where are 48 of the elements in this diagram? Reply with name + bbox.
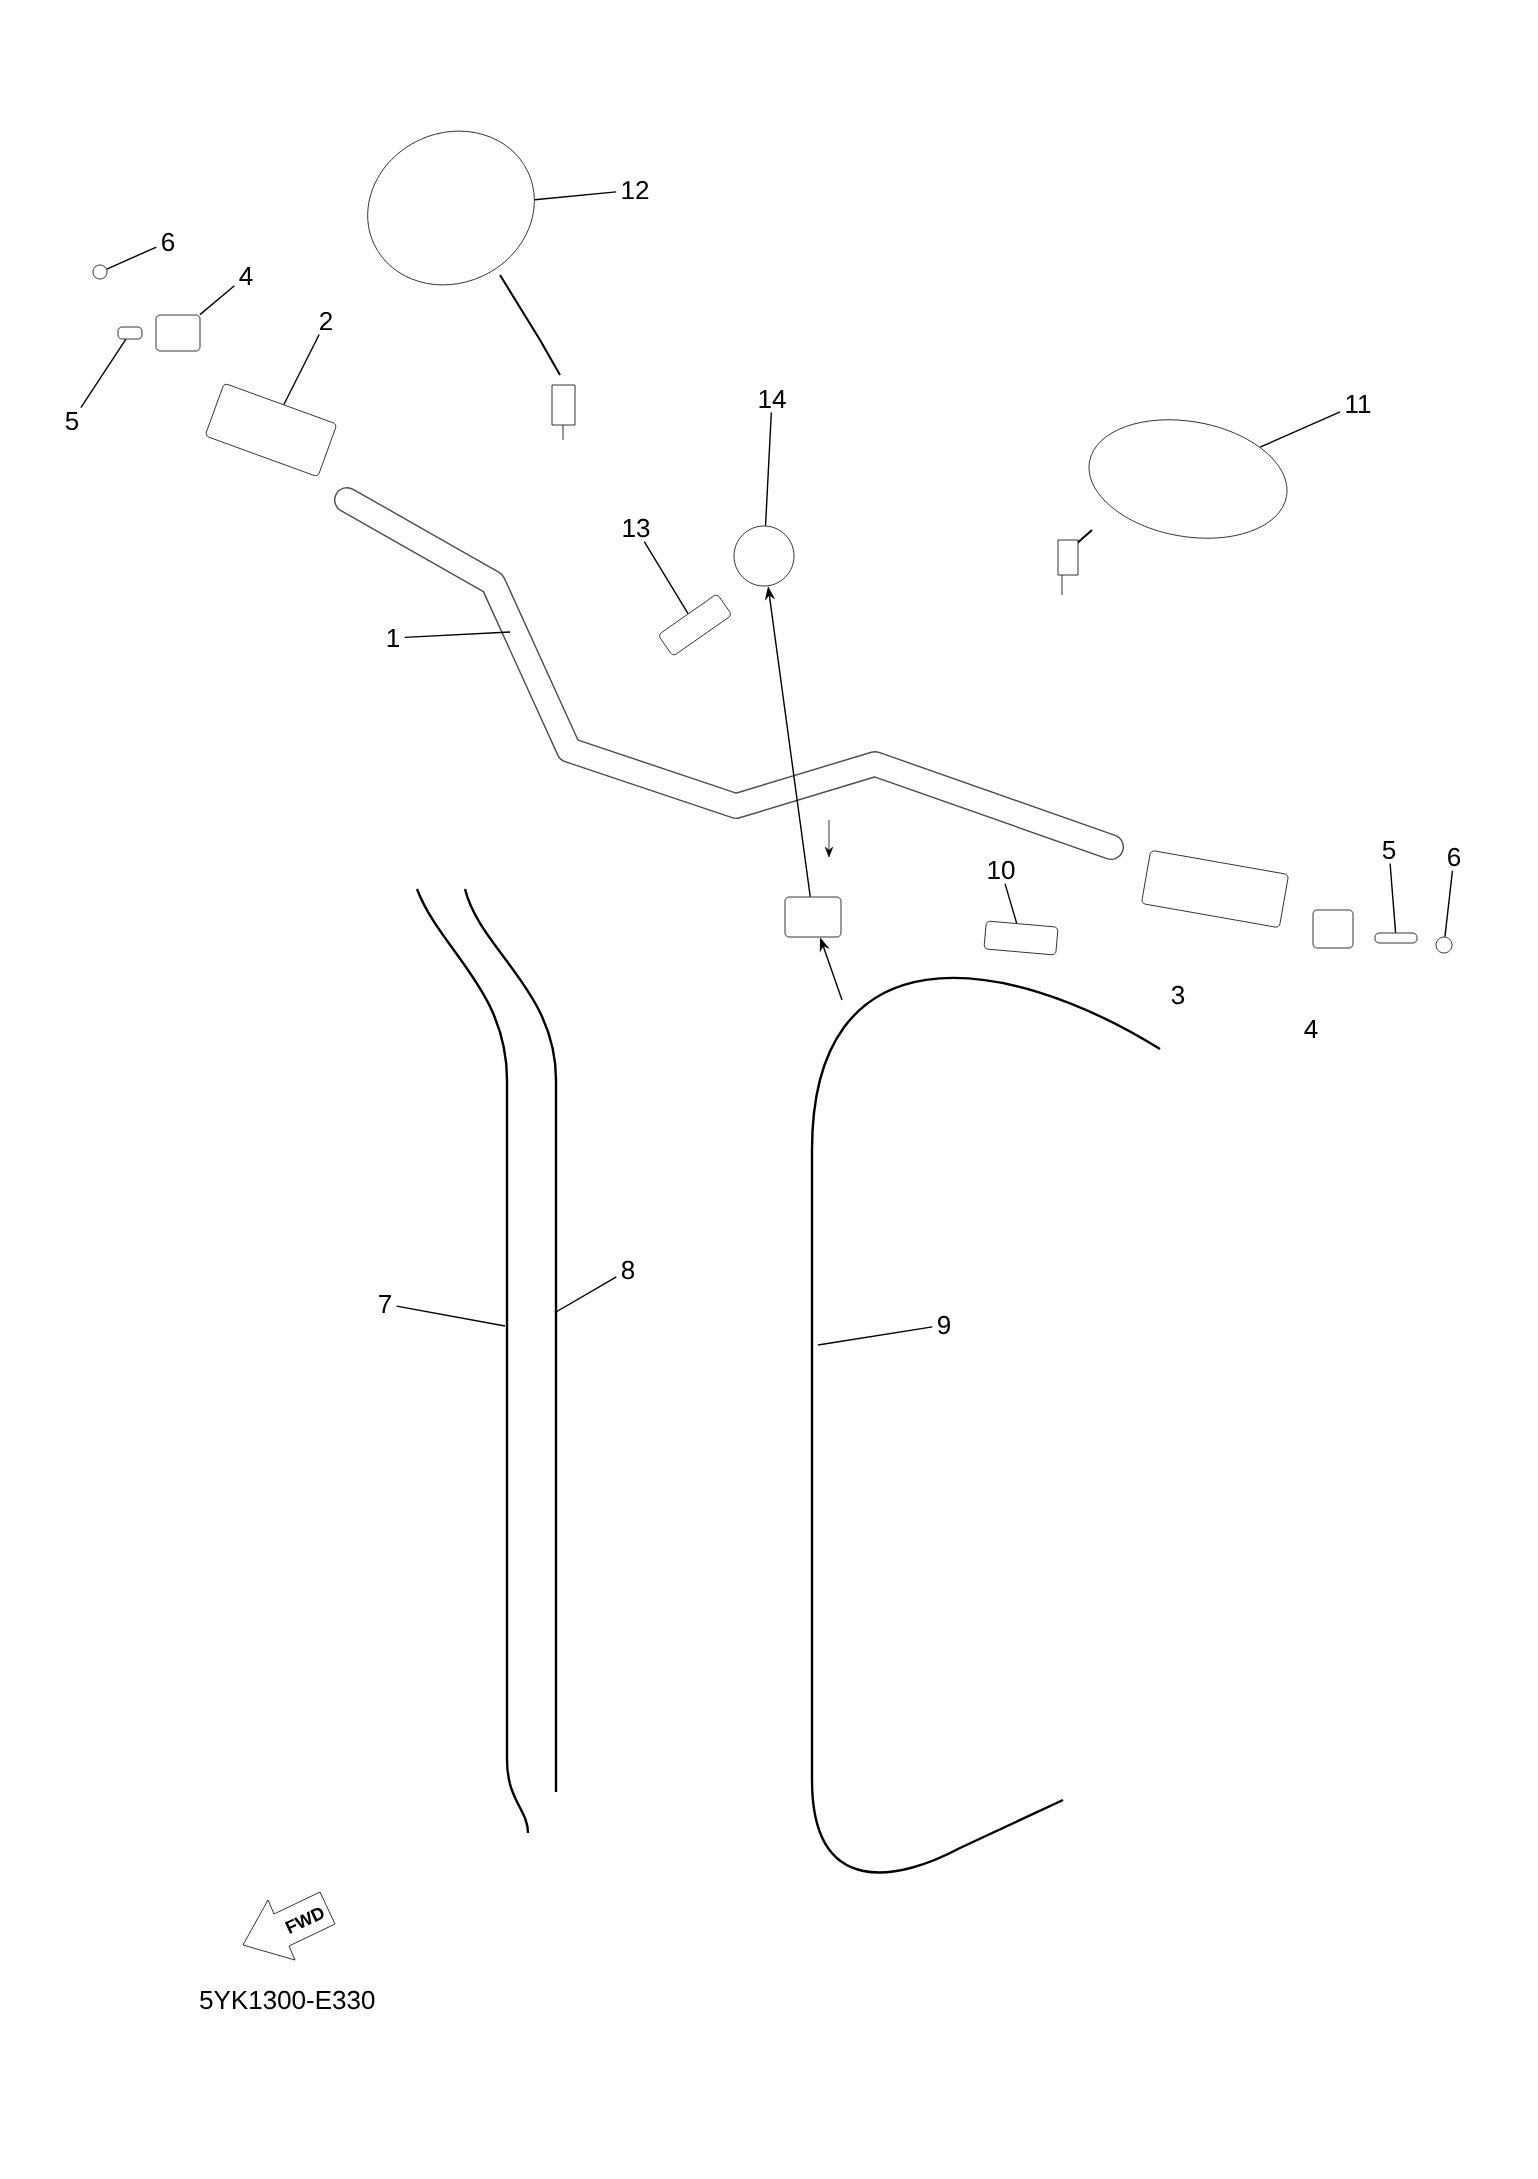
callout-number: 1 (387, 629, 399, 647)
diagram-code: 5YK1300-E330 (200, 1990, 375, 2010)
leader-line (534, 191, 617, 201)
callout-number: 4 (239, 267, 253, 285)
callout-number: 5 (65, 411, 79, 431)
leader-line (555, 1276, 618, 1313)
leader-line (1444, 869, 1454, 938)
callout-number: 12 (622, 180, 649, 200)
leader-line (1259, 411, 1341, 448)
end-cap (1312, 909, 1354, 949)
bolt (117, 326, 143, 340)
grip (205, 383, 337, 477)
bolt (1374, 932, 1418, 944)
leader-line (283, 333, 320, 406)
pipe (659, 594, 731, 656)
grip (1141, 850, 1289, 928)
mirror (367, 130, 576, 441)
leader-line (1389, 862, 1397, 934)
callout-number: 6 (1448, 847, 1461, 867)
washer (1435, 936, 1453, 954)
callout-number: 13 (623, 518, 650, 538)
leader-line (643, 540, 689, 615)
callout-number: 11 (1346, 395, 1371, 413)
callout-number: 8 (621, 1260, 635, 1280)
callout-number: 5 (1382, 840, 1396, 860)
callout-number: 14 (759, 390, 786, 408)
leader-line (80, 338, 127, 409)
callout-number: 4 (1304, 1020, 1318, 1038)
leader-line (106, 246, 158, 270)
clip (733, 525, 795, 587)
leader-line (395, 1305, 506, 1327)
leader-line (403, 631, 511, 639)
callout-number: 10 (988, 860, 1015, 880)
cable-adjuster (983, 920, 1059, 956)
callout-number: 3 (1171, 985, 1185, 1005)
arrow-label: FWD (284, 1907, 324, 1934)
leader-line (1004, 882, 1018, 924)
leader-line (764, 411, 773, 527)
washer (92, 264, 108, 280)
callout-number: 6 (162, 232, 175, 252)
leader-line (817, 1326, 934, 1346)
callout-number: 9 (938, 1315, 950, 1335)
callout-number: 7 (379, 1295, 391, 1313)
switch-housing (784, 896, 842, 938)
callout-number: 2 (320, 311, 332, 331)
end-cap (155, 314, 201, 352)
mirror (1057, 419, 1288, 596)
leader-line (199, 285, 236, 316)
